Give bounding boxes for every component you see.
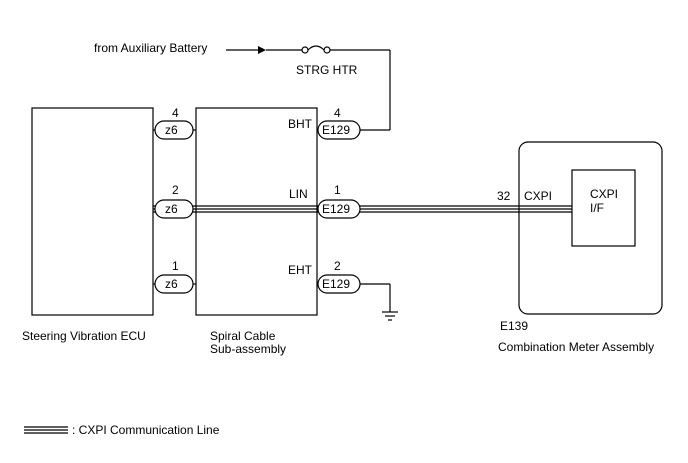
pin-z6-eht: 1 xyxy=(172,259,179,273)
connector-e129-label: E129 xyxy=(322,277,350,291)
fuse-icon xyxy=(307,45,325,51)
connector-e129-eht xyxy=(317,274,361,294)
signal-eht: EHT xyxy=(288,263,313,277)
cxpi-line-spiral-meter xyxy=(358,205,572,213)
signal-bht: BHT xyxy=(288,117,313,131)
connector-z6-label: z6 xyxy=(165,202,178,216)
pin-e129-lin: 1 xyxy=(334,183,341,197)
connector-e129-label: E129 xyxy=(322,123,350,137)
meter-terminal-number: 32 xyxy=(497,189,511,203)
ecu-label: Steering Vibration ECU xyxy=(22,329,146,343)
ground-icon xyxy=(382,311,398,321)
connector-e129-lin xyxy=(317,199,361,219)
cxpi-if-box xyxy=(571,169,636,247)
pin-e129-eht: 2 xyxy=(334,259,341,273)
connector-z6-eht xyxy=(154,274,194,294)
connector-e129-bht xyxy=(317,120,361,140)
connector-z6-bht xyxy=(154,120,194,140)
spiral-label-line1: Spiral Cable xyxy=(210,329,276,343)
legend-cxpi-line-icon xyxy=(24,426,68,434)
cxpi-if-line1: CXPI xyxy=(590,187,618,201)
connector-e129-label: E129 xyxy=(322,202,350,216)
fuse-terminal-right xyxy=(323,46,331,54)
fuse-label: STRG HTR xyxy=(296,63,358,77)
cxpi-if-line2: I/F xyxy=(590,201,604,215)
legend-label: : CXPI Communication Line xyxy=(72,423,220,437)
pin-z6-lin: 2 xyxy=(172,183,179,197)
fuse-terminal-left xyxy=(301,46,309,54)
pin-z6-bht: 4 xyxy=(172,106,179,120)
meter-code: E139 xyxy=(500,319,528,333)
connector-z6-label: z6 xyxy=(165,277,178,291)
connector-z6-lin xyxy=(154,199,194,219)
signal-lin: LIN xyxy=(289,187,308,201)
cxpi-line-spiral-internal xyxy=(196,205,318,213)
connector-z6-label: z6 xyxy=(165,123,178,137)
source-label: from Auxiliary Battery xyxy=(94,41,207,55)
arrow-right-icon xyxy=(258,46,266,54)
meter-label: Combination Meter Assembly xyxy=(498,340,654,354)
steering-vibration-ecu xyxy=(31,107,154,316)
pin-e129-bht: 4 xyxy=(334,106,341,120)
meter-terminal-label: CXPI xyxy=(524,189,552,203)
spiral-label-line2: Sub-assembly xyxy=(210,342,286,356)
